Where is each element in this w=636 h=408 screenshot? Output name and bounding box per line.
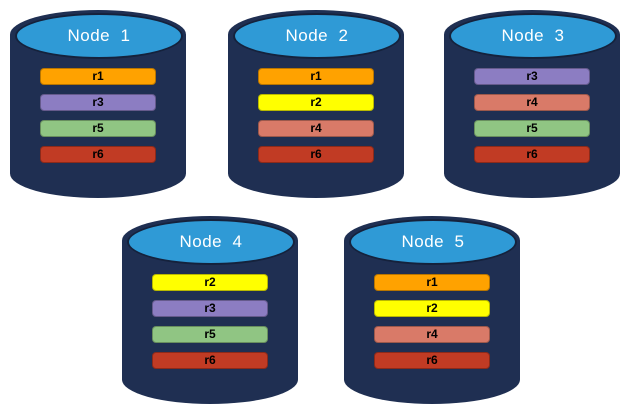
replica-bar-r4: r4 xyxy=(258,120,374,137)
replica-bar-r4: r4 xyxy=(374,326,490,343)
cylinder-top-ellipse: Node 4 xyxy=(127,219,295,265)
node-title: Node 2 xyxy=(285,26,349,45)
replica-list: r2 r3 r5 r6 xyxy=(122,274,298,378)
replica-bar-r6: r6 xyxy=(258,146,374,163)
replica-bar-r1: r1 xyxy=(374,274,490,291)
cylinder-top-ellipse: Node 2 xyxy=(233,13,401,59)
replica-list: r3 r4 r5 r6 xyxy=(444,68,620,172)
node-title: Node 5 xyxy=(401,232,465,251)
node-title: Node 4 xyxy=(179,232,243,251)
replica-bar-r6: r6 xyxy=(474,146,590,163)
replica-bar-r3: r3 xyxy=(474,68,590,85)
replica-bar-r3: r3 xyxy=(152,300,268,317)
replica-list: r1 r3 r5 r6 xyxy=(10,68,186,172)
replica-bar-r6: r6 xyxy=(374,352,490,369)
node-title: Node 1 xyxy=(67,26,131,45)
cylinder-top-ellipse: Node 1 xyxy=(15,13,183,59)
cylinder-top-ellipse: Node 3 xyxy=(449,13,617,59)
replica-bar-r2: r2 xyxy=(152,274,268,291)
replica-list: r1 r2 r4 r6 xyxy=(228,68,404,172)
replica-bar-r5: r5 xyxy=(40,120,156,137)
replica-bar-r5: r5 xyxy=(152,326,268,343)
db-node-3: Node 3 r3 r4 r5 r6 xyxy=(444,10,620,198)
db-node-5: Node 5 r1 r2 r4 r6 xyxy=(344,216,520,404)
replica-bar-r6: r6 xyxy=(152,352,268,369)
replica-bar-r6: r6 xyxy=(40,146,156,163)
db-node-4: Node 4 r2 r3 r5 r6 xyxy=(122,216,298,404)
db-node-1: Node 1 r1 r3 r5 r6 xyxy=(10,10,186,198)
replica-bar-r1: r1 xyxy=(258,68,374,85)
replica-bar-r2: r2 xyxy=(374,300,490,317)
replica-bar-r1: r1 xyxy=(40,68,156,85)
replica-list: r1 r2 r4 r6 xyxy=(344,274,520,378)
db-node-2: Node 2 r1 r2 r4 r6 xyxy=(228,10,404,198)
replica-bar-r2: r2 xyxy=(258,94,374,111)
node-title: Node 3 xyxy=(501,26,565,45)
replica-bar-r4: r4 xyxy=(474,94,590,111)
replica-bar-r3: r3 xyxy=(40,94,156,111)
cylinder-top-ellipse: Node 5 xyxy=(349,219,517,265)
replica-bar-r5: r5 xyxy=(474,120,590,137)
